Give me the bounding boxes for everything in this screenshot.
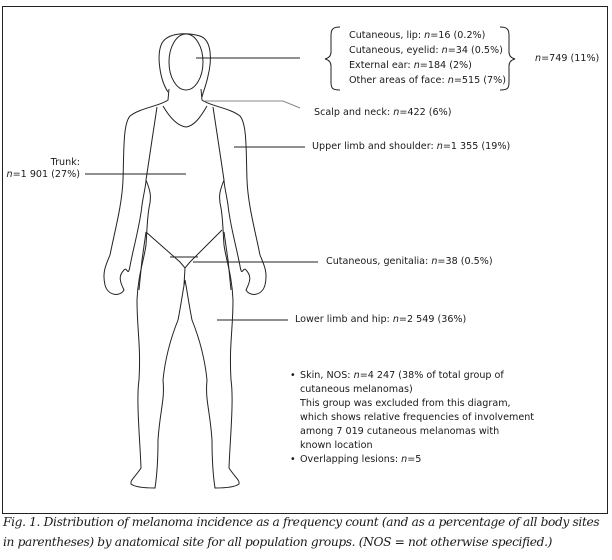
label-face-total: n=749 (11%) xyxy=(535,53,600,64)
torso-right-line xyxy=(212,106,225,181)
leader-lines xyxy=(85,57,318,321)
figure-frame xyxy=(2,6,608,514)
body-outline xyxy=(103,88,267,489)
label-lower-limb: Lower limb and hip: n=2 549 (36%) xyxy=(295,314,467,325)
notes: Skin, NOS: n=4 247 (38% of total group o… xyxy=(290,369,550,467)
leader-scalp xyxy=(204,100,301,109)
label-genitalia: Cutaneous, genitalia: n=38 (0.5%) xyxy=(326,256,493,267)
right-brace xyxy=(499,26,516,91)
hair-outline xyxy=(158,33,211,98)
note-overlapping: Overlapping lesions: n=5 xyxy=(290,453,550,467)
label-other-face: Other areas of face: n=515 (7%) xyxy=(349,75,506,86)
hip-right-line xyxy=(223,231,232,291)
label-trunk: Trunk:n=1 901 (27%) xyxy=(6,157,80,180)
note-excluded-3: among 7 019 cutaneous melanomas with xyxy=(300,426,500,437)
label-upper-limb: Upper limb and shoulder: n=1 355 (19%) xyxy=(312,141,511,152)
note-excluded-4: known location xyxy=(300,440,373,451)
label-lip: Cutaneous, lip: n=16 (0.2%) xyxy=(349,30,486,41)
label-ear: External ear: n=184 (2%) xyxy=(349,60,472,71)
face-outline xyxy=(168,33,204,91)
groin-outline xyxy=(145,229,223,286)
label-scalp: Scalp and neck: n=422 (6%) xyxy=(314,107,452,118)
note-excluded-2: which shows relative frequencies of invo… xyxy=(300,412,535,423)
figure-caption: Fig. 1. Distribution of melanoma inciden… xyxy=(3,515,600,549)
note-skin-nos: Skin, NOS: n=4 247 (38% of total group o… xyxy=(290,369,550,383)
body-diagram xyxy=(85,26,516,489)
neckline xyxy=(162,105,208,128)
note-skin-nos-cont: cutaneous melanomas) xyxy=(300,384,413,395)
torso-left-line xyxy=(145,106,158,181)
note-excluded-1: This group was excluded from this diagra… xyxy=(300,398,511,409)
label-eyelid: Cutaneous, eyelid: n=34 (0.5%) xyxy=(349,45,503,56)
hip-left-line xyxy=(138,231,147,291)
left-brace xyxy=(324,26,341,91)
